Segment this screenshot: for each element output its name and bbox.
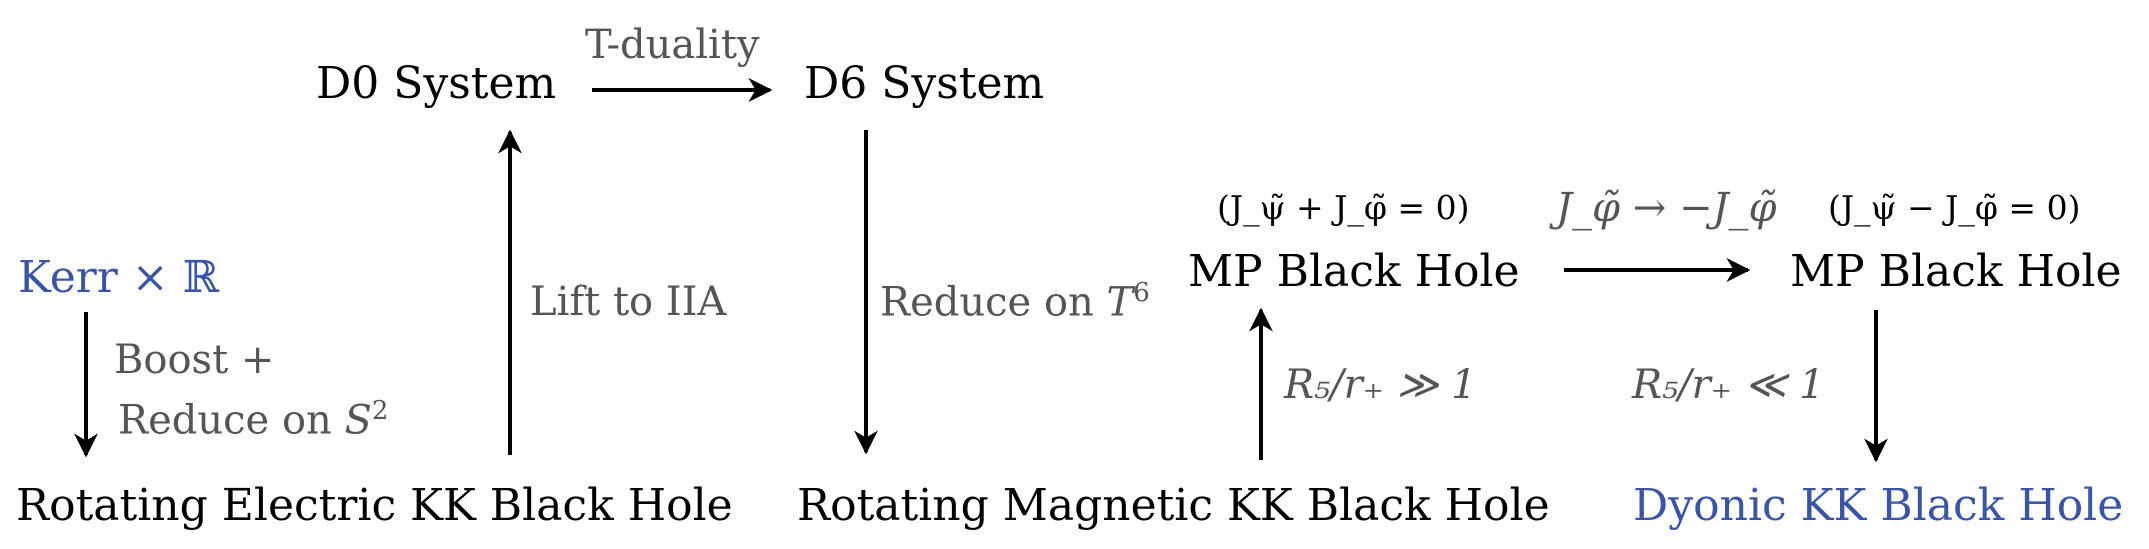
label-lift-to-iia: Lift to IIA [530, 279, 727, 325]
node-kerr-times-r: Kerr × ℝ [18, 256, 219, 300]
kerr-text: Kerr [18, 252, 118, 303]
reduce-s2-text: Reduce on [118, 397, 332, 444]
reduce-t6-text: Reduce on [880, 279, 1094, 326]
node-mp-black-hole-left: MP Black Hole [1188, 246, 1520, 297]
node-rotating-magnetic-kk-black-hole: Rotating Magnetic KK Black Hole [797, 480, 1550, 531]
label-r5-over-r-much-greater: R₅/r₊ ≫ 1 [1284, 362, 1477, 408]
node-d0-system: D0 System [316, 58, 557, 109]
label-boost: Boost + [114, 337, 275, 383]
label-j-phi-flip: J_φ̃ → −J_φ̃ [1556, 185, 1777, 231]
label-condition-left: (J_ψ̃ + J_φ̃ = 0) [1217, 188, 1470, 227]
node-d6-system: D6 System [804, 58, 1045, 109]
times-symbol: × [131, 252, 169, 303]
label-t-duality: T-duality [585, 22, 760, 68]
label-reduce-on-t6: Reduce on T6 [880, 280, 1150, 322]
reduce-s2-exponent: 2 [371, 396, 389, 426]
node-rotating-electric-kk-black-hole: Rotating Electric KK Black Hole [16, 480, 733, 531]
node-mp-black-hole-right: MP Black Hole [1790, 246, 2122, 297]
label-condition-right: (J_ψ̃ − J_φ̃ = 0) [1828, 188, 2081, 227]
label-reduce-on-s2: Reduce on S2 [118, 398, 388, 440]
reduce-t6-exponent: 6 [1133, 278, 1150, 308]
reduce-t6-symbol: T [1106, 279, 1134, 326]
label-r5-over-r-much-less: R₅/r₊ ≪ 1 [1632, 362, 1825, 408]
real-line-symbol: ℝ [182, 252, 220, 303]
node-dyonic-kk-black-hole: Dyonic KK Black Hole [1633, 480, 2124, 531]
reduce-s2-symbol: S [344, 397, 372, 444]
